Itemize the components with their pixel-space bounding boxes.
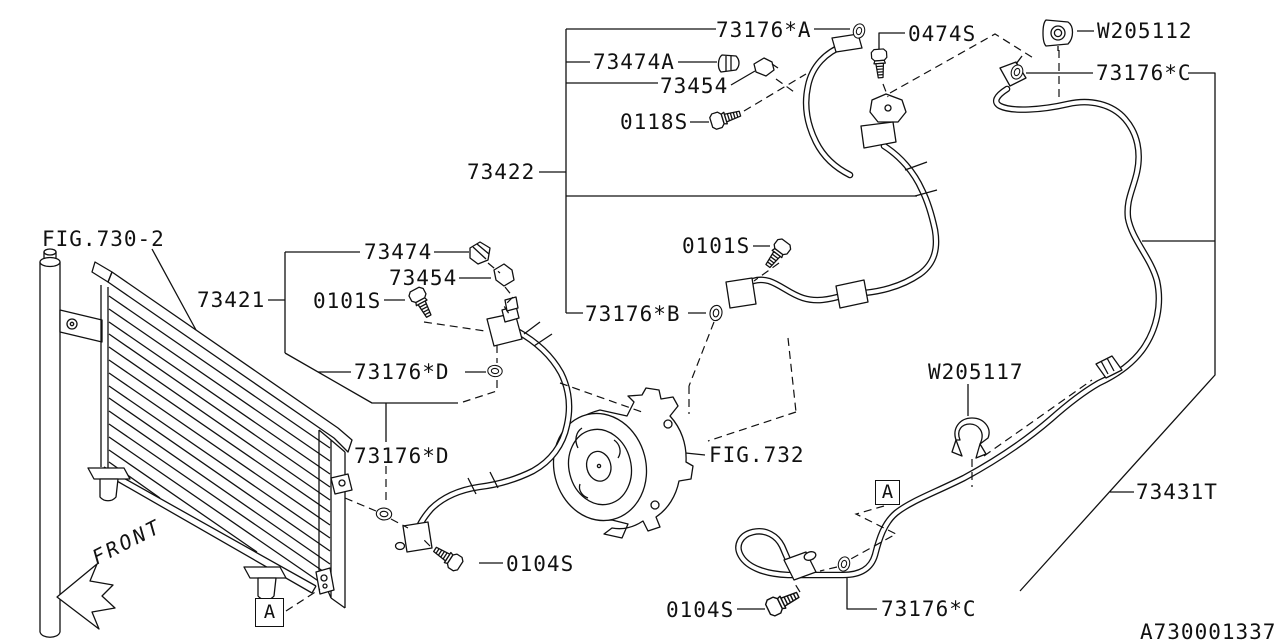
callout-73422: 73422 [467,160,536,184]
callout-73454-left: 73454 [389,266,458,290]
bolt-0101s-mid [760,236,794,272]
drawing-number: A730001337 [1140,620,1277,640]
leader-lines [151,28,1216,610]
oring-73176c-bottom [836,555,852,573]
callout-0118s: 0118S [620,110,689,134]
oring-73176b [708,303,724,323]
callout-73176d-1: 73176*D [354,360,450,384]
callout-73421: 73421 [197,288,266,312]
callout-73474a: 73474A [593,50,675,74]
callout-w205112: W205112 [1097,19,1193,43]
callout-73176c-top: 73176*C [1096,61,1192,85]
front-arrow-icon [56,563,116,630]
compressor-drawing [552,387,694,539]
callout-73431t: 73431T [1136,480,1218,504]
callout-fig-730-2: FIG.730-2 [42,227,165,251]
bolt-0104s-bottom [763,586,803,619]
callout-73176a: 73176*A [716,18,812,42]
callout-0104s-left: 0104S [506,552,575,576]
oring-73176d-2 [375,506,393,522]
assembly-dashed-lines [285,33,1093,612]
view-marker-a-right: A [875,480,900,505]
callout-73474: 73474 [364,240,433,264]
callout-73454-top: 73454 [660,74,729,98]
screw-0474s [870,48,889,79]
refrigerant-lines [412,41,1163,579]
callout-73176c-bottom: 73176*C [881,597,977,621]
bolt-0104s-left [430,542,466,574]
callout-fig-732: FIG.732 [709,443,805,467]
bolt-0101s-left [406,285,437,321]
oring-73176d-1 [486,364,504,378]
callout-73176d-2: 73176*D [354,444,450,468]
condenser-drawing [39,248,353,638]
callout-0101s-mid: 0101S [682,234,751,258]
fittings [394,19,1123,581]
callout-0104s-bottom: 0104S [666,598,735,622]
callout-73176b: 73176*B [585,302,681,326]
bolts [406,48,889,619]
callout-0101s-left: 0101S [313,289,382,313]
view-marker-a-left: A [255,598,284,627]
callout-w205117: W205117 [928,360,1024,384]
callout-0474s: 0474S [908,22,977,46]
bolt-0118s [708,105,743,131]
